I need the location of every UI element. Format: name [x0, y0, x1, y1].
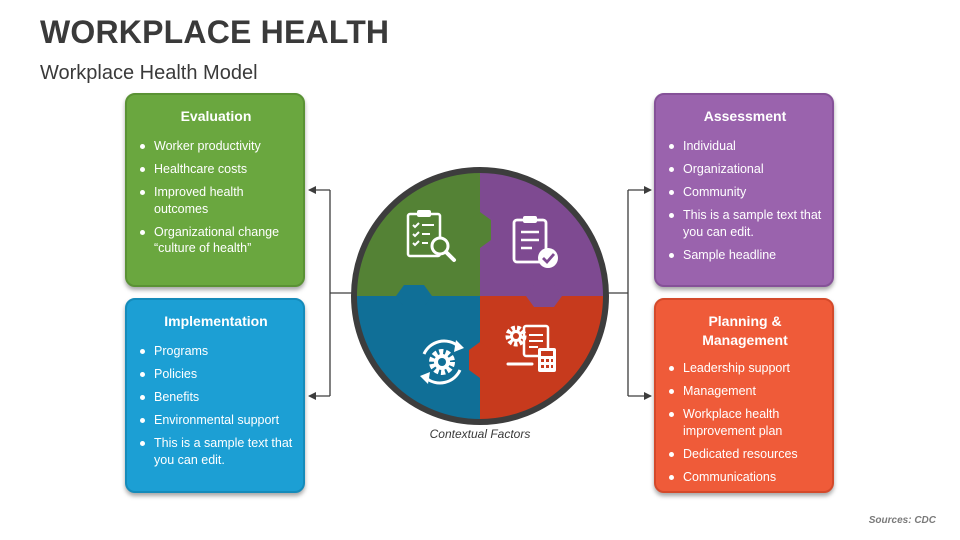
assessment-item: Organizational: [668, 161, 822, 178]
evaluation-item: Organizational change “culture of health…: [139, 224, 293, 257]
assessment-list: Individual Organizational Community This…: [668, 138, 822, 263]
source-note: Sources: CDC: [868, 515, 936, 526]
implementation-item: Programs: [139, 343, 293, 360]
assessment-item: Community: [668, 184, 822, 201]
implementation-item: Environmental support: [139, 412, 293, 429]
assessment-item: Sample headline: [668, 247, 822, 264]
implementation-list: Programs Policies Benefits Environmental…: [139, 343, 293, 468]
gear-cycle-icon: [420, 339, 464, 385]
assessment-item: This is a sample text that you can edit.: [668, 207, 822, 240]
puzzle-circle-diagram: [351, 167, 609, 425]
page-title: WORKPLACE HEALTH: [40, 14, 390, 50]
puzzle-tab-left: [396, 285, 432, 307]
assessment-item: Individual: [668, 138, 822, 155]
evaluation-card: Evaluation Worker productivity Healthcar…: [125, 93, 305, 287]
assessment-card: Assessment Individual Organizational Com…: [654, 93, 834, 287]
evaluation-item: Improved health outcomes: [139, 184, 293, 217]
evaluation-title: Evaluation: [180, 108, 252, 124]
puzzle-piece-blue: [354, 296, 480, 422]
planning-management-card: Planning & Management Leadership support…: [654, 298, 834, 493]
planning-management-item: Communications: [668, 469, 822, 486]
puzzle-ring: [351, 167, 609, 425]
evaluation-list: Worker productivity Healthcare costs Imp…: [139, 138, 293, 257]
contextual-factors-caption: Contextual Factors: [429, 427, 531, 441]
planning-management-item: Management: [668, 383, 822, 400]
clipboard-check-icon: [512, 216, 558, 268]
planning-management-item: Dedicated resources: [668, 446, 822, 463]
puzzle-tab-right: [526, 285, 562, 307]
page-subtitle: Workplace Health Model: [40, 62, 258, 84]
puzzle-tab-bottom: [469, 342, 491, 378]
planning-management-item: Workplace health improvement plan: [668, 406, 822, 439]
implementation-item: This is a sample text that you can edit.: [139, 435, 293, 468]
evaluation-item: Worker productivity: [139, 138, 293, 155]
implementation-card: Implementation Programs Policies Benefit…: [125, 298, 305, 493]
puzzle-tab-top: [469, 212, 491, 248]
planning-management-item: Leadership support: [668, 360, 822, 377]
implementation-item: Benefits: [139, 389, 293, 406]
planning-management-title: Planning & Management: [702, 313, 788, 348]
evaluation-item: Healthcare costs: [139, 161, 293, 178]
clipboard-magnifier-icon: [406, 210, 456, 262]
planning-management-list: Leadership support Management Workplace …: [668, 360, 822, 485]
assessment-title: Assessment: [703, 108, 787, 124]
gear-document-calculator-icon: [505, 324, 556, 372]
puzzle-piece-green: [354, 170, 480, 296]
implementation-title: Implementation: [164, 313, 268, 329]
implementation-item: Policies: [139, 366, 293, 383]
